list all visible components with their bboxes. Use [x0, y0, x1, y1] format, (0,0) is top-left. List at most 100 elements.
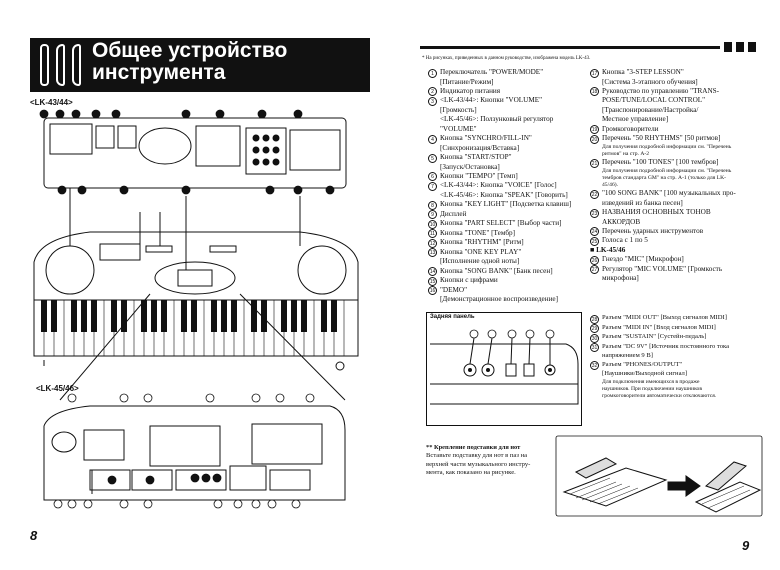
item-number-badge: 19	[590, 125, 599, 135]
parts-list-item: 7<LK-43/44>: Кнопка "VOICE" [Голос]	[428, 181, 588, 191]
music-stand-note-line-1: Вставьте подставку для нот в паз на	[426, 452, 528, 460]
item-subtext: <LK-45/46>: Ползунковый регулятор	[440, 115, 554, 124]
parts-list-item: 16"DEMO"	[428, 286, 588, 296]
music-stand-illustration	[555, 435, 763, 517]
music-stand-note: ** Крепление подставки для нот Вставьте …	[426, 444, 546, 478]
item-text: Разъем "PHONES/OUTPUT"	[602, 360, 683, 368]
item-number-badge: 23	[590, 208, 599, 218]
page-number-right: 9	[742, 538, 750, 553]
item-text: <LK-43/44>: Кнопки "VOLUME"	[440, 96, 543, 105]
item-text: Кнопка "START/STOP"	[440, 153, 512, 162]
item-number-badge: 9	[428, 210, 437, 220]
item-text: Громкоговорители	[602, 124, 659, 133]
item-note: Для получения подробной информации см. "…	[602, 143, 732, 150]
item-number-badge: 1	[428, 68, 437, 78]
banner-bracket-mid	[56, 44, 65, 86]
item-subtext: АККОРДОВ	[602, 217, 641, 226]
lk4546-section-heading: ■ LK-45/46	[590, 245, 626, 254]
item-text: НАЗВАНИЯ ОСНОВНЫХ ТОНОВ	[602, 208, 711, 217]
item-note: громкоговорители автоматически отключают…	[602, 393, 717, 400]
item-text: Кнопка "ONE KEY PLAY"	[440, 247, 522, 256]
item-number-badge: 32	[590, 361, 599, 371]
item-number-badge: 27	[590, 265, 599, 275]
header-block-3	[748, 42, 756, 52]
model-footnote: * На рисунках, приведенных в данном руко…	[422, 56, 591, 61]
rear-panel-label: Задняя панель	[430, 314, 475, 320]
item-number-badge: 11	[428, 229, 437, 239]
item-number-badge: 15	[428, 276, 437, 286]
rear-panel-drawing	[430, 329, 579, 405]
item-number-badge: 8	[428, 200, 437, 210]
item-number-badge: 13	[428, 248, 437, 258]
item-text: Перечень "100 TONES" [100 тембров]	[602, 158, 719, 167]
item-text: Индикатор питания	[440, 86, 501, 95]
item-number-badge: 12	[428, 238, 437, 248]
item-text: Кнопка "SYNCHRO/FILL-IN"	[440, 134, 532, 143]
keyboard-diagram	[33, 109, 359, 509]
item-subtext: [Громкость]	[440, 105, 477, 114]
item-number-badge: 29	[590, 324, 599, 333]
banner-bracket-left	[40, 44, 49, 86]
item-text: Кнопка "RHYTHM" [Ритм]	[440, 238, 524, 247]
rear-panel-illustration	[426, 312, 582, 426]
title-banner	[30, 38, 370, 92]
item-text: Перечень "50 RHYTHMS" [50 ритмов]	[602, 134, 721, 143]
item-text: Кнопки "TEMPO" [Темп]	[440, 171, 518, 180]
header-rule	[420, 46, 720, 49]
item-number-badge: 20	[590, 134, 599, 144]
item-number-badge: 16	[428, 286, 437, 296]
item-text: Разъем "MIDI OUT" [Выход сигналов MIDI]	[602, 314, 727, 321]
item-number-badge: 21	[590, 158, 599, 168]
item-text: Кнопка "3-STEP LESSON"	[602, 68, 684, 76]
item-text: Руководство по управлению "TRANS-	[602, 86, 720, 95]
item-number-badge: 22	[590, 189, 599, 199]
page-title: Общее устройство инструмента	[92, 39, 288, 84]
item-number-badge: 31	[590, 343, 599, 352]
item-subtext: [Демонстрационное воспроизведение]	[440, 295, 559, 304]
item-text: Разъем "MIDI IN" [Вход сигналов MIDI]	[602, 323, 716, 331]
item-number-badge: 6	[428, 172, 437, 182]
item-subtext: Местное управление]	[602, 115, 669, 124]
item-number-badge: 10	[428, 219, 437, 229]
item-number-badge: 7	[428, 181, 437, 191]
item-text: "100 SONG BANK" [100 музыкальных про-	[602, 189, 736, 198]
item-number-badge: 26	[590, 255, 599, 265]
item-note: ритмов" на стр. A-2	[602, 150, 650, 157]
item-note: наушников. При подключении наушников	[602, 385, 702, 392]
item-subtext: [Синхронизация/Вставка]	[440, 143, 520, 152]
item-subtext: [Наушники/Выходной сигнал]	[602, 370, 688, 378]
item-text: <LK-43/44>: Кнопка "VOICE" [Голос]	[440, 181, 557, 190]
item-number-badge: 5	[428, 153, 437, 163]
parts-list-item: 22"100 SONG BANK" [100 музыкальных про-	[590, 189, 756, 199]
music-stand-note-line-2: верхней части музыкального инстру-	[426, 460, 531, 468]
item-subtext: "VOLUME"	[440, 124, 477, 133]
item-subtext: [Запуск/Остановка]	[440, 162, 500, 171]
right-page: * На рисунках, приведенных в данном руко…	[390, 0, 780, 570]
item-number-badge: 28	[590, 314, 599, 324]
item-subtext: [Система 3-этапного обучения]	[602, 77, 698, 86]
left-page: Общее устройство инструмента <LK-43/44>	[30, 38, 370, 543]
item-number-badge: 4	[428, 134, 437, 144]
item-number-badge: 14	[428, 267, 437, 277]
item-number-badge: 18	[590, 87, 599, 97]
header-block-1	[724, 42, 732, 52]
music-stand-note-line-3: мента, как показано на рисунке.	[426, 469, 516, 477]
